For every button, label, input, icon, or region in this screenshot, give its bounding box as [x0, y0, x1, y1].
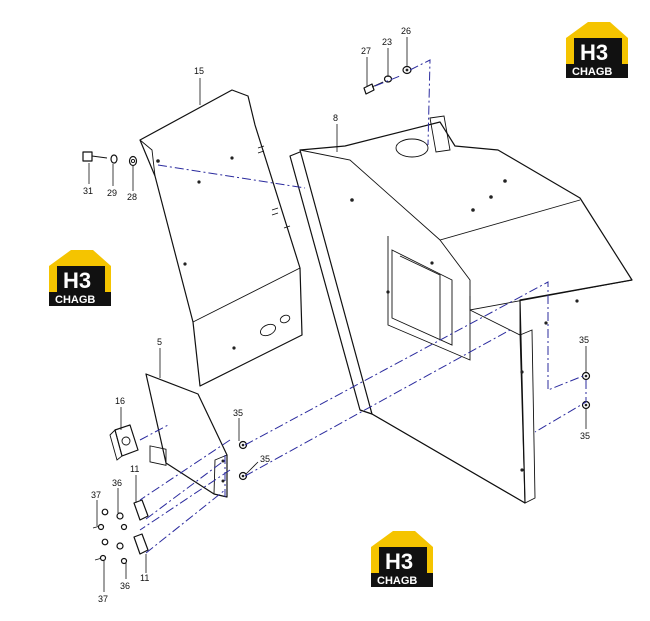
logo-top-right: H3 CHAGB	[566, 22, 628, 78]
logo-bottom-text: CHAGB	[377, 575, 417, 587]
callout-16: 16	[115, 396, 125, 406]
leader-lines	[88, 37, 587, 592]
logo-top-text: H3	[385, 549, 413, 574]
callout-29: 29	[107, 188, 117, 198]
logo-bottom-text: CHAGB	[572, 66, 612, 78]
assembly-paths	[139, 59, 587, 554]
hinge-fasteners-lower	[92, 499, 149, 565]
callout-5: 5	[157, 337, 162, 347]
callout-36-a: 36	[112, 478, 122, 488]
fasteners-left	[82, 151, 138, 167]
logo-bottom-text: CHAGB	[55, 294, 95, 306]
callout-11-b: 11	[140, 573, 149, 583]
callout-35-d: 35	[580, 431, 590, 441]
callout-35-a: 35	[233, 408, 243, 418]
callout-35-c: 35	[579, 335, 589, 345]
callout-23: 23	[382, 37, 392, 47]
cover-part-5	[145, 373, 228, 498]
callout-28: 28	[127, 192, 137, 202]
housing-part-8	[289, 115, 633, 504]
callout-labels: 8 15 5 16 27 23 26 31 29 28 35 35 35 35 …	[83, 26, 590, 604]
callout-37-b: 37	[98, 594, 108, 604]
callout-11-a: 11	[130, 464, 139, 474]
callout-36-b: 36	[120, 581, 130, 591]
logo-bottom: H3 CHAGB	[371, 531, 433, 587]
callout-26: 26	[401, 26, 411, 36]
callout-15: 15	[194, 66, 204, 76]
latch-part-16	[109, 424, 139, 461]
logo-left: H3 CHAGB	[49, 250, 111, 306]
callout-35-b: 35	[260, 454, 270, 464]
callout-31: 31	[83, 186, 93, 196]
logo-top-text: H3	[63, 268, 91, 293]
callout-8: 8	[333, 113, 338, 123]
logo-top-text: H3	[580, 40, 608, 65]
panel-part-15	[139, 89, 303, 387]
callout-37-a: 37	[91, 490, 101, 500]
callout-27: 27	[361, 46, 371, 56]
fasteners-top	[363, 65, 412, 95]
nuts-35	[238, 371, 591, 481]
